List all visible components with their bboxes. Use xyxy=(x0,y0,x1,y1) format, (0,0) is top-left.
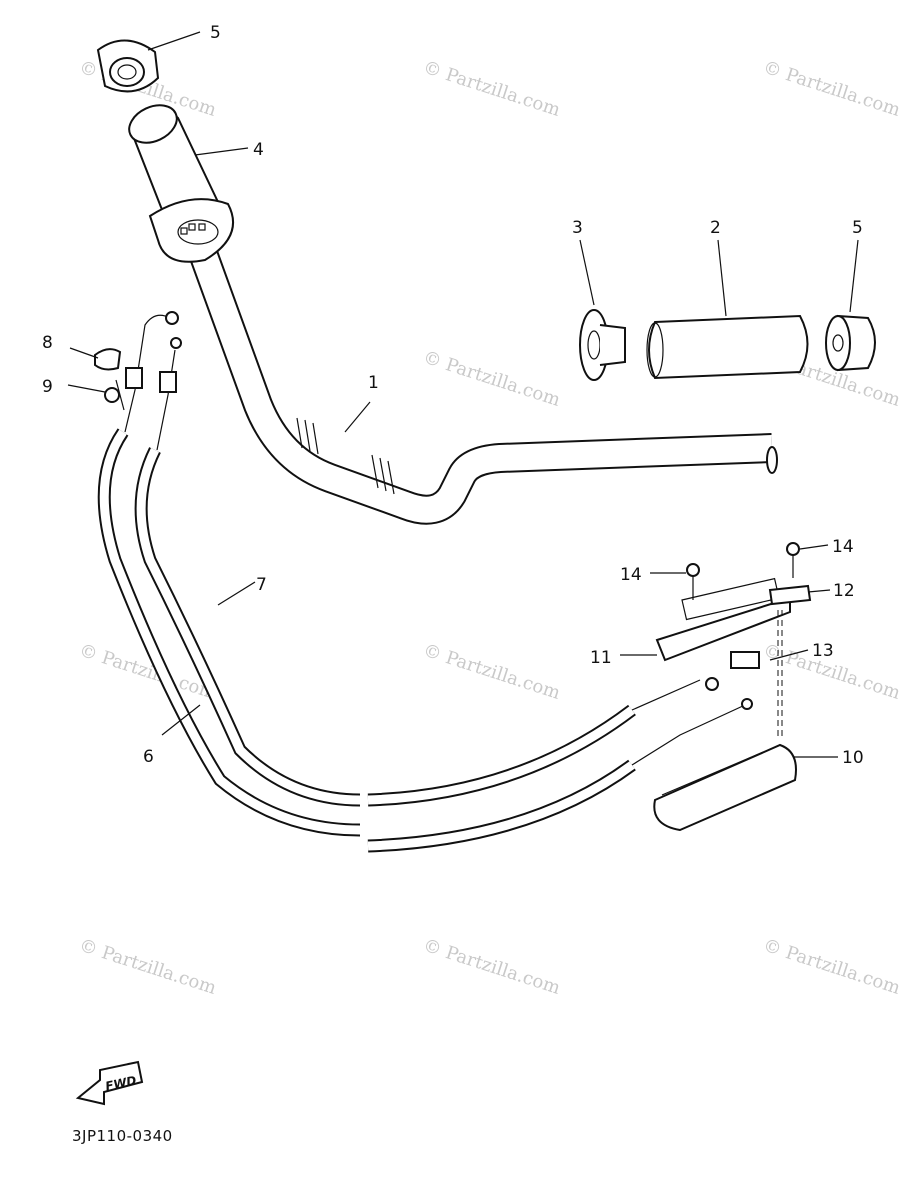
callouts: 1 2 3 4 5 5 6 7 8 9 10 11 12 13 14 14 xyxy=(42,23,864,768)
switch-housing xyxy=(653,542,812,832)
callout-3: 3 xyxy=(572,218,583,238)
grip-end-top xyxy=(96,39,160,93)
callout-7: 7 xyxy=(256,575,267,595)
callout-9: 9 xyxy=(42,377,53,397)
watermark: © Partzilla.com xyxy=(420,57,562,121)
callout-13: 13 xyxy=(812,641,834,661)
watermark: © Partzilla.com xyxy=(420,935,562,999)
throttle-grip xyxy=(128,104,234,263)
watermark: © Partzilla.com xyxy=(760,935,902,999)
callout-2: 2 xyxy=(710,218,721,238)
clamp-parts xyxy=(94,348,125,411)
callout-4: 4 xyxy=(253,140,264,160)
callout-5: 5 xyxy=(852,218,863,238)
grip-end-right xyxy=(825,314,876,372)
callout-14: 14 xyxy=(832,537,854,557)
watermark: © Partzilla.com xyxy=(76,935,218,999)
handlebar xyxy=(185,239,778,525)
leader-lines xyxy=(67,31,859,758)
fwd-arrow-icon: FWD xyxy=(75,1060,144,1106)
grip-2 xyxy=(646,314,809,380)
callout-5: 5 xyxy=(210,23,221,43)
grip-cap-3 xyxy=(579,309,626,381)
watermark: © Partzilla.com xyxy=(760,57,902,121)
watermark: © Partzilla.com xyxy=(420,640,562,704)
callout-8: 8 xyxy=(42,333,53,353)
throttle-cables xyxy=(97,311,753,853)
callout-12: 12 xyxy=(833,581,855,601)
callout-1: 1 xyxy=(368,373,379,393)
callout-11: 11 xyxy=(590,648,612,668)
fwd-label: FWD xyxy=(104,1073,138,1093)
callout-14: 14 xyxy=(620,565,642,585)
callout-10: 10 xyxy=(842,748,864,768)
callout-6: 6 xyxy=(143,747,154,767)
watermark: © Partzilla.com xyxy=(420,347,562,411)
diagram-code: 3JP110-0340 xyxy=(72,1127,173,1145)
